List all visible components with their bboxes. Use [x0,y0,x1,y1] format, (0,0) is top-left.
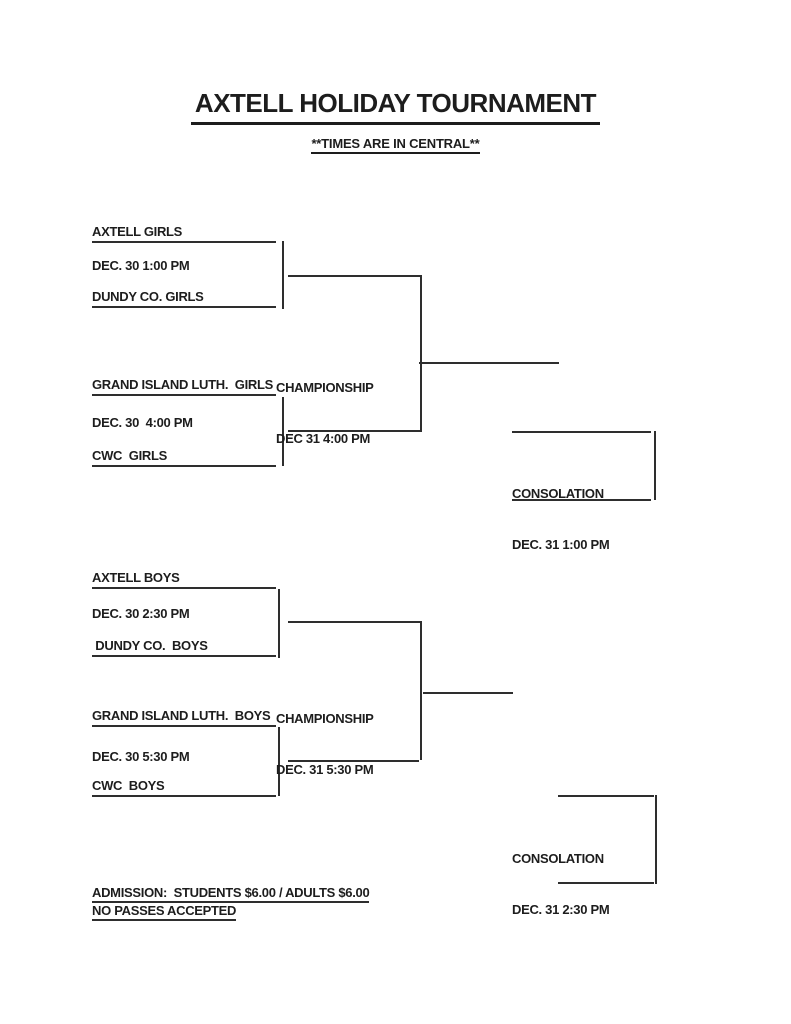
boys-game1-team-bottom: DUNDY CO. BOYS [92,638,276,657]
girls-game2-team-bottom: CWC GIRLS [92,448,276,467]
boys-consolation-time: DEC. 31 2:30 PM [512,902,610,917]
boys-consolation-top-line [558,795,654,797]
boys-game2-time: DEC. 30 5:30 PM [92,749,190,764]
boys-championship-label-block: CHAMPIONSHIP DEC. 31 5:30 PM [276,676,374,812]
boys-game2-team-top: GRAND ISLAND LUTH. BOYS [92,708,276,727]
girls-game2-team-top: GRAND ISLAND LUTH. GIRLS [92,377,276,396]
boys-game2-vertical-line [278,727,280,796]
boys-game2-winner-line [288,760,419,762]
girls-game2-vertical-line [282,397,284,466]
girls-consolation-bottom-line [512,499,651,501]
boys-game1-team-top: AXTELL BOYS [92,570,276,589]
boys-champion-line [423,692,513,694]
boys-consolation-bottom-line [558,882,654,884]
boys-championship-time: DEC. 31 5:30 PM [276,762,374,777]
boys-championship-vertical-line [420,621,422,760]
girls-game2-winner-line [288,430,421,432]
girls-game1-vertical-line [282,241,284,309]
girls-championship-time: DEC 31 4:00 PM [276,431,371,446]
boys-consolation-label: CONSOLATION [512,851,604,866]
girls-consolation-top-line [512,431,651,433]
girls-consolation-time: DEC. 31 1:00 PM [512,537,610,552]
page-subtitle: **TIMES ARE IN CENTRAL** [311,136,480,154]
boys-game1-time: DEC. 30 2:30 PM [92,606,190,621]
girls-game1-team-bottom: DUNDY CO. GIRLS [92,289,276,308]
boys-consolation-label-block: CONSOLATION DEC. 31 2:30 PM [512,816,610,952]
boys-game2-team-bottom: CWC BOYS [92,778,276,797]
girls-championship-vertical-line [420,275,422,432]
girls-championship-label-block: CHAMPIONSHIP DEC 31 4:00 PM [276,345,374,481]
girls-game1-time: DEC. 30 1:00 PM [92,258,190,273]
girls-consolation-label-block: CONSOLATION DEC. 31 1:00 PM [512,451,610,587]
girls-game2-time: DEC. 30 4:00 PM [92,415,193,430]
boys-game1-winner-line [288,621,421,623]
no-passes-text: NO PASSES ACCEPTED [92,903,236,921]
header: AXTELL HOLIDAY TOURNAMENT [0,88,791,125]
subtitle-wrap: **TIMES ARE IN CENTRAL** [0,135,791,154]
girls-championship-label: CHAMPIONSHIP [276,380,374,395]
girls-game1-winner-line [288,275,421,277]
boys-championship-label: CHAMPIONSHIP [276,711,374,726]
girls-champion-line [419,362,559,364]
girls-consolation-label: CONSOLATION [512,486,604,501]
admission-text: ADMISSION: STUDENTS $6.00 / ADULTS $6.00 [92,885,370,903]
boys-game1-vertical-line [278,589,280,658]
page-title: AXTELL HOLIDAY TOURNAMENT [190,88,601,125]
girls-game1-team-top: AXTELL GIRLS [92,224,276,243]
girls-consolation-vertical-line [654,431,656,500]
boys-consolation-vertical-line [655,795,657,884]
